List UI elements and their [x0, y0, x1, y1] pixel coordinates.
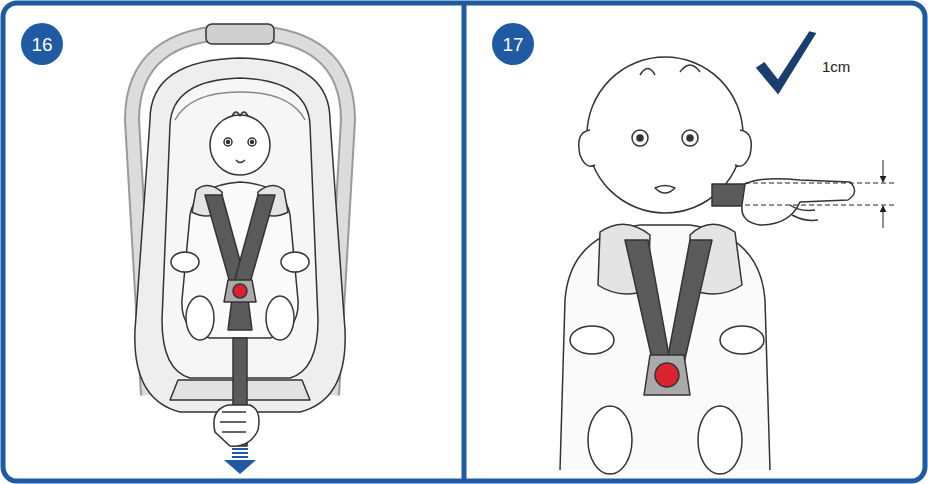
hand-pull-part	[214, 405, 259, 446]
baby-part	[248, 138, 256, 146]
baby	[171, 112, 309, 340]
car-seat-part	[162, 78, 318, 378]
baby-part	[281, 252, 309, 272]
dimension-lines	[745, 160, 895, 228]
panel-frame	[3, 3, 925, 481]
baby-part	[236, 160, 245, 163]
step-number-text: 16	[31, 35, 52, 54]
baby-closeup-part	[632, 130, 648, 146]
baby-closeup-part	[644, 355, 690, 395]
baby-part	[228, 298, 252, 330]
baby-closeup-part	[682, 130, 698, 146]
baby-closeup-part	[698, 406, 742, 474]
baby-part	[210, 115, 270, 175]
hand-pull-part-part	[232, 448, 248, 450]
check-mark	[758, 33, 814, 92]
step-number-text: 17	[502, 35, 523, 54]
hand-pull-part-part	[224, 460, 256, 474]
baby-part	[186, 296, 214, 340]
baby-closeup	[560, 57, 855, 474]
hand-pull-part	[220, 412, 246, 432]
baby-closeup-part	[570, 326, 614, 354]
baby-closeup-part	[579, 130, 595, 166]
hand-pull-part-part	[232, 452, 248, 454]
baby-closeup-part	[640, 65, 700, 75]
baby-part	[224, 280, 256, 302]
baby-closeup-part	[735, 130, 751, 166]
baby-closeup-part	[637, 135, 643, 141]
step-circle-fill	[21, 23, 63, 65]
hand-pull-part	[224, 448, 256, 474]
baby-part	[232, 112, 248, 116]
baby-closeup-part	[742, 179, 855, 225]
baby-part	[224, 138, 232, 146]
baby-part	[233, 284, 247, 298]
hand-pull-part-part	[232, 456, 248, 458]
baby-closeup-part	[625, 240, 672, 372]
car-seat-part	[206, 24, 274, 44]
hand-pull	[214, 338, 259, 474]
dimension-lines-part	[883, 206, 884, 228]
dimension-lines-part	[745, 205, 895, 206]
baby-closeup-part	[790, 205, 818, 220]
baby-closeup-part	[687, 135, 693, 141]
baby-closeup-part	[720, 326, 764, 354]
car-seat-part	[175, 92, 305, 120]
baby-closeup-part	[588, 406, 632, 474]
baby-part	[171, 252, 199, 272]
dimension-label: 1cm	[822, 58, 850, 75]
step-circle-fill	[492, 23, 534, 65]
dimension-lines-part	[883, 160, 884, 182]
panel-frame-part	[462, 3, 467, 481]
step-number: 17	[491, 22, 535, 66]
baby-closeup-part	[655, 186, 675, 194]
baby-closeup-part	[665, 240, 712, 372]
step-number: 16	[20, 22, 64, 66]
dimension-lines-part	[745, 183, 895, 184]
panel-frame-part	[3, 3, 925, 481]
baby-part	[232, 195, 275, 290]
baby-closeup-part	[655, 363, 679, 387]
baby-part	[251, 141, 254, 144]
baby-part	[266, 296, 294, 340]
baby-part	[227, 141, 230, 144]
